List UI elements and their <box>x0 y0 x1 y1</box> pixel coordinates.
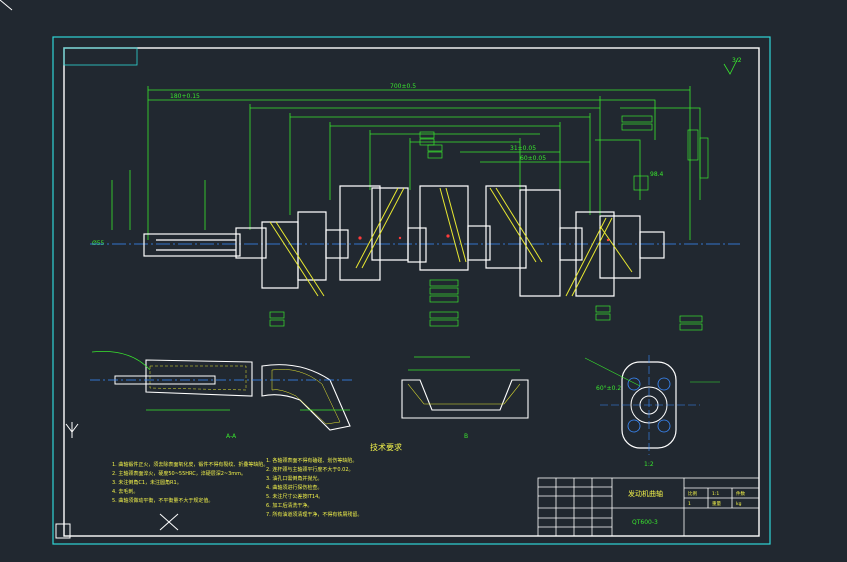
drawing-number: QT600-3 <box>632 519 658 526</box>
dim-length-3-text: 60±0.05 <box>520 155 546 162</box>
dim-overall-text: 700±0.5 <box>390 83 416 90</box>
outer-border <box>52 36 771 545</box>
svg-text:3. 油孔口需倒角并抛光。: 3. 油孔口需倒角并抛光。 <box>266 475 322 482</box>
title-block <box>537 477 760 537</box>
svg-text:5. 曲轴须做动平衡，不平衡量不大于规定值。: 5. 曲轴须做动平衡，不平衡量不大于规定值。 <box>112 497 213 504</box>
dimension-texts: 700±0.5 180+0.15 60±0.05 31±0.05 98.4 Ø5… <box>92 83 664 247</box>
svg-text:3. 未注倒角C1，未注圆角R1。: 3. 未注倒角C1，未注圆角R1。 <box>112 479 182 486</box>
svg-text:1:1: 1:1 <box>712 491 719 497</box>
ucs-icon[interactable] <box>55 422 79 539</box>
svg-text:7. 所有油道须清理干净，不得有铁屑残留。: 7. 所有油道须清理干净，不得有铁屑残留。 <box>266 511 362 518</box>
drawing-name: 发动机曲轴 <box>628 489 663 498</box>
red-markers <box>358 234 610 242</box>
dim-length-5-text: 98.4 <box>650 171 664 178</box>
angle-label: 60°±0.2 <box>596 385 621 392</box>
frame-corner-tag <box>63 47 138 66</box>
drawing-frame <box>0 0 771 545</box>
svg-text:kg: kg <box>736 501 742 507</box>
view-b-label: B <box>464 433 468 440</box>
detail-view-c: 60°±0.2 1:2 <box>584 355 720 468</box>
section-aa-label: A-A <box>226 433 237 440</box>
crankshaft-outline <box>143 185 665 297</box>
svg-text:5. 未注尺寸公差按IT14。: 5. 未注尺寸公差按IT14。 <box>266 493 323 500</box>
dim-length-4-text: 31±0.05 <box>510 145 536 152</box>
svg-text:2. 主轴颈表面淬火，硬度50~55HRC，淬硬层深2~3m: 2. 主轴颈表面淬火，硬度50~55HRC，淬硬层深2~3mm。 <box>112 470 246 477</box>
svg-text:件数: 件数 <box>736 490 745 497</box>
dim-length-2-text: 180+0.15 <box>170 93 200 100</box>
tolerance-frames <box>269 115 709 331</box>
inner-border <box>63 47 760 537</box>
svg-text:6. 加工后清洗干净。: 6. 加工后清洗干净。 <box>266 502 312 509</box>
notes-title: 技术要求 <box>370 442 402 452</box>
top-dimensions <box>111 86 701 240</box>
svg-text:4. 曲轴须进行探伤检查。: 4. 曲轴须进行探伤检查。 <box>266 484 322 491</box>
svg-text:1. 曲轴锻件正火，须去除表面氧化皮，锻件不得有裂纹、折叠等: 1. 曲轴锻件正火，须去除表面氧化皮，锻件不得有裂纹、折叠等缺陷。 <box>112 461 268 468</box>
roughness-symbol: 3.2 <box>723 57 742 75</box>
close-icon[interactable] <box>159 513 179 531</box>
technical-notes: 技术要求 1. 曲轴锻件正火，须去除表面氧化皮，锻件不得有裂纹、折叠等缺陷。 2… <box>112 442 402 518</box>
svg-text:3.2: 3.2 <box>732 57 742 64</box>
oil-passages <box>269 187 633 297</box>
detail-view-b: B <box>401 356 529 440</box>
svg-text:4. 去毛刺。: 4. 去毛刺。 <box>112 488 138 495</box>
corner-mark <box>0 0 13 11</box>
svg-text:比例: 比例 <box>688 490 697 497</box>
svg-text:重量: 重量 <box>712 500 721 507</box>
view-c-label: 1:2 <box>644 461 654 468</box>
svg-text:1. 各轴颈表面不得有磕碰、划伤等缺陷。: 1. 各轴颈表面不得有磕碰、划伤等缺陷。 <box>266 457 357 464</box>
title-block-text: 发动机曲轴 QT600-3 比例 1:1 件数 1 重量 kg <box>628 489 745 526</box>
shaft-dia-text: Ø55 <box>92 240 105 247</box>
svg-text:1: 1 <box>688 501 691 507</box>
detail-section-left: A-A <box>90 351 355 440</box>
svg-text:2. 连杆颈与主轴颈平行度不大于0.02。: 2. 连杆颈与主轴颈平行度不大于0.02。 <box>266 466 354 473</box>
